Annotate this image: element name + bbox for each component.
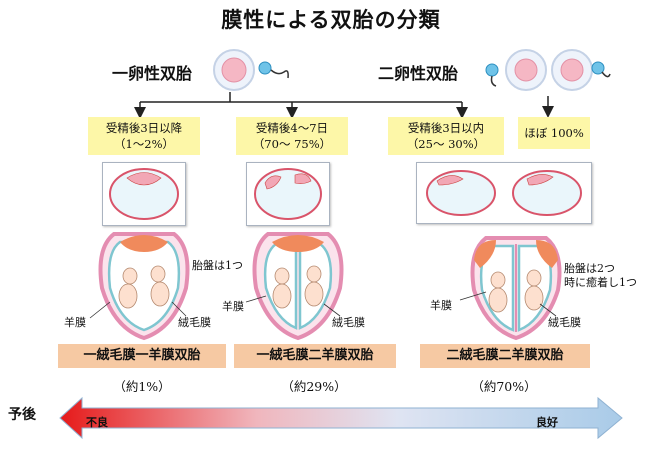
type-label-dcda: 二絨毛膜二羊膜双胎 [420, 344, 590, 368]
prognosis-arrow [59, 396, 623, 440]
type-label-mcda: 一絨毛膜二羊膜双胎 [234, 344, 396, 368]
timing-box-mcma: 受精後3日以降 （1〜2%） [88, 117, 200, 155]
blastocyst-image-mcma [102, 162, 186, 226]
timing-box-dcda: 受精後3日以内 （25〜 30%） [388, 117, 504, 155]
annotation-chorion-mcda: 絨毛膜 [332, 316, 365, 329]
annotation-chorion-dcda: 絨毛膜 [548, 316, 581, 329]
annotation-amnion-dcda: 羊膜 [430, 299, 452, 312]
uterus-illustration-dcda [470, 236, 562, 341]
annotation-placenta-one: 胎盤は1つ [192, 259, 243, 272]
pct-mcma: （約1%） [113, 379, 171, 394]
blastocyst-image-mcda [246, 162, 330, 226]
page-title: 膜性による双胎の分類 [221, 8, 441, 32]
prognosis-bad-label: 不良 [86, 416, 108, 429]
annotation-placenta-two-line2: 時に癒着し1つ [564, 276, 637, 289]
two-eggs-sperm-illustration [485, 49, 611, 91]
timing-line1: 受精後3日以内 [407, 121, 485, 135]
annotation-amnion-mcda: 羊膜 [222, 300, 244, 313]
dizygotic-heading: 二卵性双胎 [378, 64, 459, 83]
timing-box-mcda: 受精後4〜7日 （70〜 75%） [236, 117, 348, 155]
timing-line2: （25〜 30%） [406, 137, 486, 151]
timing-line2: （1〜2%） [113, 137, 175, 151]
annotation-pointer-lines [89, 291, 557, 319]
type-label-mcma: 一絨毛膜一羊膜双胎 [58, 344, 226, 368]
monozygotic-heading: 一卵性双胎 [112, 64, 193, 83]
timing-line1: 受精後3日以降 [105, 121, 183, 135]
timing-box-dizygotic: ほぼ 100% [518, 117, 590, 149]
annotation-placenta-two-line1: 胎盤は2つ [564, 262, 615, 275]
annotation-amnion-mcma: 羊膜 [64, 316, 86, 329]
timing-line1: ほぼ 100% [524, 126, 584, 140]
uterus-illustration-mcda [252, 232, 344, 341]
uterus-illustration-mcma [98, 232, 190, 341]
pct-dcda: （約70%） [471, 379, 537, 394]
single-egg-sperm-illustration [213, 49, 289, 91]
blastocyst-image-dcda [416, 162, 592, 224]
prognosis-good-label: 良好 [536, 416, 558, 429]
branch-lines [134, 92, 554, 119]
pct-mcda: （約29%） [281, 379, 347, 394]
prognosis-label: 予後 [8, 407, 36, 423]
timing-line2: （70〜 75%） [252, 137, 332, 151]
annotation-chorion-mcma: 絨毛膜 [178, 316, 211, 329]
timing-line1: 受精後4〜7日 [255, 121, 329, 135]
